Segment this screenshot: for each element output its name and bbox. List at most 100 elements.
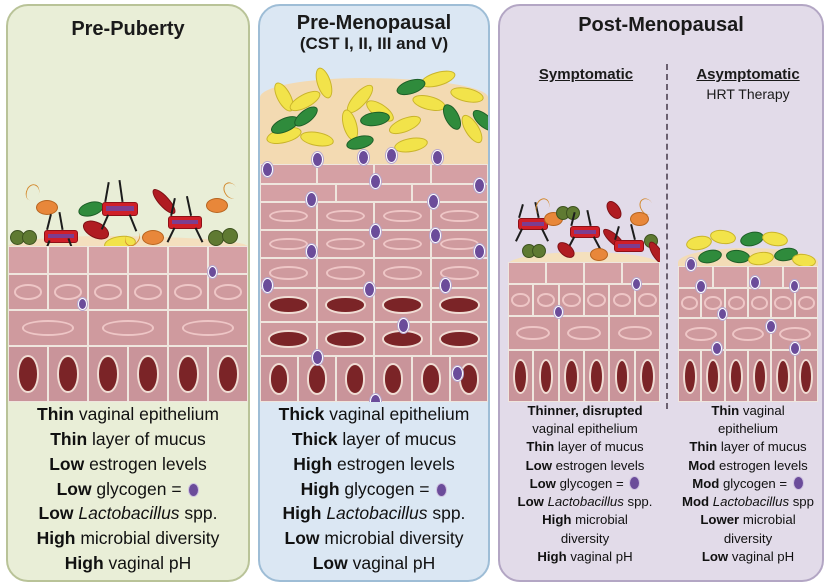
panel-pre-menopausal: Pre-Menopausal (CST I, II, III and V): [258, 4, 490, 582]
epithelial-cell: [317, 230, 374, 258]
epithelial-cell: [724, 288, 748, 318]
glycogen-granule: [398, 318, 409, 333]
epithelial-cell: [634, 284, 660, 316]
epithelial-cell: [260, 230, 317, 258]
fact-line: diversity: [723, 530, 773, 546]
fact-line: Low glycogen =: [8, 477, 248, 502]
glycogen-granule: [432, 150, 443, 165]
fact-line: Low vaginal pH: [701, 548, 795, 564]
glycogen-granule: [452, 366, 463, 381]
epithelial-cell: [317, 202, 374, 230]
epithelial-cell: [8, 246, 48, 274]
microbe-coccus: [532, 244, 546, 258]
fact-line: Low Lactobacillus spp.: [517, 494, 653, 510]
flagella-hair: [515, 228, 523, 242]
glycogen-granule: [712, 342, 722, 355]
epithelial-cell: [260, 164, 317, 184]
epithelial-cell: [431, 322, 488, 356]
epithelial-cell: [8, 310, 88, 346]
panel-pre-puberty: Pre-Puberty: [6, 4, 250, 582]
epithelial-cell-basal: [374, 356, 412, 402]
epithelial-cell: [771, 288, 795, 318]
epithelial-cell-basal: [747, 350, 772, 402]
fact-line: Mod Lactobacillus spp: [682, 494, 814, 510]
glycogen-granule: [306, 244, 317, 259]
fact-species-name: Lactobacillus: [78, 503, 180, 524]
fact-emphasis: Thin: [37, 404, 74, 424]
fact-emphasis: Thin: [711, 403, 740, 418]
epithelial-cell: [88, 246, 128, 274]
glycogen-granule: [696, 280, 706, 293]
microbe-rod-red: [570, 226, 600, 238]
fact-line: Low estrogen levels: [49, 453, 207, 474]
epithelial-cell-basal: [48, 346, 88, 402]
fact-line: Mod glycogen =: [670, 475, 822, 493]
epithelial-cell-basal: [558, 350, 584, 402]
fact-emphasis: Mod: [682, 494, 710, 510]
epithelial-cell-basal: [533, 350, 559, 402]
fact-line: High microbial: [542, 512, 628, 528]
flagella-hair: [128, 214, 138, 232]
microbe-rod-red: [168, 216, 202, 229]
epithelial-cell: [431, 288, 488, 322]
fact-emphasis: Mod: [692, 475, 720, 491]
fact-line: High estrogen levels: [293, 453, 455, 474]
fact-emphasis: Low: [517, 494, 544, 510]
epithelial-cell: [431, 202, 488, 230]
epithelium-row-parabasal: [260, 322, 488, 356]
epithelium-row-intermediate: [8, 274, 248, 310]
microbe-flagellate: [590, 248, 608, 261]
epithelial-cell: [713, 266, 748, 288]
epithelial-cell: [374, 258, 431, 288]
glycogen-granule: [364, 282, 375, 297]
column-divider: [666, 64, 668, 409]
fact-emphasis: Thick: [278, 404, 325, 424]
epithelium-row-parabasal: [8, 310, 248, 346]
fact-line: Thick layer of mucus: [291, 428, 457, 449]
glycogen-granule: [686, 258, 696, 271]
fact-line: Low glycogen =: [504, 475, 666, 493]
epithelial-cell-basal: [508, 350, 534, 402]
column-heading-symptomatic: Symptomatic: [538, 66, 634, 83]
fact-emphasis: Low: [529, 475, 556, 491]
fact-line: Thin layer of mucus: [526, 439, 644, 455]
epithelial-cell: [317, 322, 374, 356]
panel-title-post-menopausal: Post-Menopausal: [578, 14, 744, 36]
fact-emphasis: Low: [49, 453, 85, 474]
epithelium-row-superficial: [508, 262, 660, 284]
epithelium-row-basal: [260, 356, 488, 402]
glycogen-granule: [262, 278, 273, 293]
fact-emphasis: Low: [284, 528, 320, 549]
epithelial-cell: [208, 274, 248, 310]
epithelial-cell-basal: [168, 346, 208, 402]
fact-line: Thin vaginal: [711, 403, 785, 418]
epithelial-cell: [260, 184, 336, 202]
fact-line: Thin vaginal epithelium: [37, 404, 219, 424]
glycogen-granule: [358, 150, 369, 165]
panel-subtitle-text: (CST I, II, III and V): [299, 34, 449, 54]
fact-line: Low Lactobacillus spp.: [38, 503, 218, 524]
fact-emphasis: High: [300, 478, 340, 499]
epithelial-cell: [260, 202, 317, 230]
epithelial-cell: [724, 318, 772, 350]
microbe-flagellate: [206, 198, 228, 213]
flagella-hair: [185, 196, 192, 216]
fact-emphasis: Low: [701, 548, 729, 564]
epithelium-row-superficial: [8, 246, 248, 274]
epithelial-cell: [168, 274, 208, 310]
fact-emphasis: High: [542, 512, 572, 528]
epithelial-cell: [374, 288, 431, 322]
fact-line: High microbial diversity: [36, 528, 220, 549]
fact-emphasis: Thin: [689, 439, 718, 455]
flagella-hair: [46, 214, 52, 230]
glycogen-granule: [440, 278, 451, 293]
lactobacillus-yellow: [709, 228, 737, 246]
glycogen-granule: [78, 298, 87, 310]
microbe-coccus: [22, 230, 37, 245]
fact-emphasis: Low: [56, 478, 92, 499]
epithelial-cell-basal: [88, 346, 128, 402]
